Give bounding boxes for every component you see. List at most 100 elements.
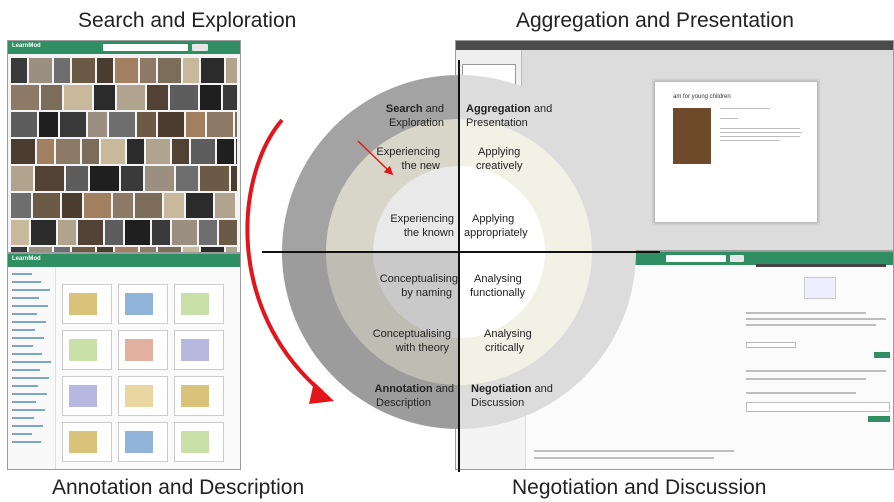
sidebar-link[interactable]	[12, 409, 45, 411]
photo-thumbnail[interactable]	[56, 139, 80, 164]
photo-thumbnail[interactable]	[41, 85, 62, 110]
photo-thumbnail[interactable]	[35, 166, 64, 191]
photo-thumbnail[interactable]	[201, 247, 224, 252]
photo-thumbnail[interactable]	[29, 247, 52, 252]
submit-button[interactable]	[874, 352, 890, 358]
photo-thumbnail[interactable]	[172, 220, 197, 245]
sidebar-link[interactable]	[12, 401, 36, 403]
photo-thumbnail[interactable]	[217, 139, 234, 164]
photo-thumbnail[interactable]	[82, 139, 99, 164]
resource-card[interactable]	[174, 376, 224, 416]
resource-card[interactable]	[62, 284, 112, 324]
photo-thumbnail[interactable]	[60, 112, 86, 137]
photo-thumbnail[interactable]	[146, 139, 170, 164]
photo-thumbnail[interactable]	[215, 193, 235, 218]
photo-thumbnail[interactable]	[33, 193, 60, 218]
photo-thumbnail[interactable]	[158, 58, 181, 83]
photo-thumbnail[interactable]	[152, 220, 170, 245]
sidebar-link[interactable]	[12, 273, 32, 275]
resource-card[interactable]	[174, 284, 224, 324]
photo-thumbnail[interactable]	[54, 58, 70, 83]
sidebar-link[interactable]	[12, 289, 50, 291]
photo-thumbnail[interactable]	[101, 139, 125, 164]
select-field[interactable]	[746, 342, 796, 348]
photo-thumbnail[interactable]	[115, 247, 138, 252]
photo-thumbnail[interactable]	[164, 193, 184, 218]
photo-thumbnail[interactable]	[170, 85, 198, 110]
sidebar-link[interactable]	[12, 425, 43, 427]
photo-thumbnail[interactable]	[11, 247, 27, 252]
photo-thumbnail[interactable]	[11, 166, 33, 191]
photo-thumbnail[interactable]	[183, 58, 199, 83]
photo-thumbnail[interactable]	[115, 58, 138, 83]
search-input[interactable]	[103, 44, 188, 51]
photo-thumbnail[interactable]	[94, 85, 115, 110]
photo-thumbnail[interactable]	[11, 58, 27, 83]
photo-thumbnail[interactable]	[88, 112, 107, 137]
photo-thumbnail[interactable]	[54, 247, 70, 252]
photo-thumbnail[interactable]	[84, 193, 111, 218]
photo-thumbnail[interactable]	[90, 166, 119, 191]
photo-thumbnail[interactable]	[11, 193, 31, 218]
photo-thumbnail[interactable]	[29, 58, 52, 83]
photo-thumbnail[interactable]	[37, 139, 54, 164]
photo-thumbnail[interactable]	[200, 166, 229, 191]
photo-thumbnail[interactable]	[183, 247, 199, 252]
resource-card[interactable]	[62, 422, 112, 462]
photo-thumbnail[interactable]	[97, 247, 113, 252]
resource-card[interactable]	[174, 330, 224, 370]
comment-input[interactable]	[746, 402, 890, 412]
photo-thumbnail[interactable]	[140, 247, 156, 252]
sidebar-link[interactable]	[12, 353, 42, 355]
photo-thumbnail[interactable]	[78, 220, 103, 245]
photo-thumbnail[interactable]	[11, 112, 37, 137]
photo-thumbnail[interactable]	[176, 166, 198, 191]
photo-thumbnail[interactable]	[121, 166, 143, 191]
photo-thumbnail[interactable]	[219, 220, 237, 245]
sidebar-link[interactable]	[12, 345, 33, 347]
photo-thumbnail[interactable]	[11, 139, 35, 164]
photo-thumbnail[interactable]	[105, 220, 123, 245]
photo-thumbnail[interactable]	[11, 85, 39, 110]
photo-thumbnail[interactable]	[226, 58, 237, 83]
photo-thumbnail[interactable]	[11, 220, 29, 245]
resource-card[interactable]	[174, 422, 224, 462]
sidebar-link[interactable]	[12, 329, 35, 331]
sidebar-link[interactable]	[12, 297, 39, 299]
sidebar-link[interactable]	[12, 281, 41, 283]
photo-thumbnail[interactable]	[147, 85, 168, 110]
sidebar-link[interactable]	[12, 369, 40, 371]
sidebar-link[interactable]	[12, 361, 51, 363]
photo-thumbnail[interactable]	[135, 193, 162, 218]
photo-thumbnail[interactable]	[39, 112, 58, 137]
photo-thumbnail[interactable]	[191, 139, 215, 164]
discussion-search-button[interactable]	[730, 255, 744, 262]
photo-thumbnail[interactable]	[97, 58, 113, 83]
resource-card[interactable]	[118, 422, 168, 462]
photo-thumbnail[interactable]	[236, 139, 237, 164]
sidebar-link[interactable]	[12, 433, 32, 435]
photo-thumbnail[interactable]	[158, 112, 184, 137]
photo-thumbnail[interactable]	[62, 193, 82, 218]
search-button[interactable]	[192, 44, 208, 51]
photo-thumbnail[interactable]	[137, 112, 156, 137]
resource-card[interactable]	[118, 284, 168, 324]
photo-thumbnail[interactable]	[207, 112, 233, 137]
photo-thumbnail[interactable]	[125, 220, 150, 245]
sidebar-link[interactable]	[12, 321, 46, 323]
photo-thumbnail[interactable]	[58, 220, 76, 245]
sidebar-link[interactable]	[12, 337, 44, 339]
photo-thumbnail[interactable]	[140, 58, 156, 83]
photo-thumbnail[interactable]	[186, 193, 213, 218]
sidebar-link[interactable]	[12, 313, 37, 315]
photo-thumbnail[interactable]	[235, 112, 237, 137]
photo-thumbnail[interactable]	[158, 247, 181, 252]
photo-thumbnail[interactable]	[145, 166, 174, 191]
photo-thumbnail[interactable]	[231, 166, 237, 191]
photo-thumbnail[interactable]	[127, 139, 144, 164]
sidebar-link[interactable]	[12, 377, 49, 379]
photo-thumbnail[interactable]	[72, 58, 95, 83]
photo-thumbnail[interactable]	[186, 112, 205, 137]
photo-thumbnail[interactable]	[117, 85, 145, 110]
photo-thumbnail[interactable]	[113, 193, 133, 218]
